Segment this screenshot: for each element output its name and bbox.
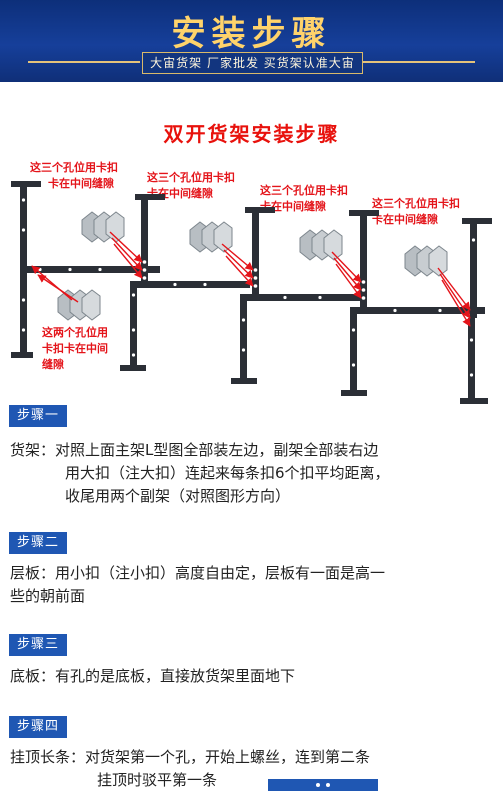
shelf-assembly-diagram bbox=[11, 181, 492, 404]
step-3-text: 底板：有孔的是底板，直接放货架里面地下 bbox=[10, 667, 296, 685]
frame-beam-1 bbox=[20, 266, 160, 273]
diagram-note-1: 这三个孔位用卡扣 卡在中间缝隙 bbox=[30, 161, 118, 190]
frame-foot-2 bbox=[120, 365, 146, 371]
clip-group-1 bbox=[81, 211, 125, 243]
frame-beam-4 bbox=[350, 307, 485, 314]
step-2-text: 层板：用小扣（注小扣）高度自由定，层板有一面是高一 些的朝前面 bbox=[10, 564, 386, 605]
frame-foot-5 bbox=[460, 398, 488, 404]
frame-post-3b bbox=[240, 295, 247, 383]
step-1-text: 货架：对照上面主架L型图全部装左边，副架全部装右边 用大扣（注大扣）连起来每条扣… bbox=[10, 441, 390, 505]
frame-foot-1 bbox=[11, 352, 33, 358]
frame-post-5b bbox=[468, 318, 475, 398]
frame-foot-4 bbox=[341, 390, 367, 396]
frame-post-4b bbox=[350, 307, 357, 395]
clip-group-5 bbox=[57, 289, 101, 321]
diagram-note-3: 这三个孔位用卡扣 卡在中间缝隙 bbox=[260, 184, 348, 213]
diagram-note-5: 这两个孔位用 卡扣卡在中间 缝隙 bbox=[42, 326, 108, 371]
diagram-note-4: 这三个孔位用卡扣 卡在中间缝隙 bbox=[372, 197, 460, 226]
frame-post-2b bbox=[130, 282, 137, 370]
hanging-strip-illustration bbox=[268, 779, 378, 791]
frame-top-bar-3 bbox=[245, 207, 275, 213]
frame-beam-2 bbox=[130, 281, 250, 288]
frame-post-4a bbox=[360, 212, 367, 309]
frame-post-3a bbox=[252, 209, 259, 297]
frame-post-5a bbox=[470, 220, 477, 318]
header-divider-left bbox=[28, 61, 140, 63]
header-subtitle: 大宙货架 厂家批发 买货架认准大宙 bbox=[142, 52, 363, 74]
frame-post-2a bbox=[141, 196, 148, 286]
frame-foot-3 bbox=[231, 378, 257, 384]
frame-beam-3 bbox=[240, 294, 365, 301]
diagram-title: 双开货架安装步骤 bbox=[163, 122, 340, 146]
step-2-badge: 步骤二 bbox=[9, 532, 68, 554]
step-3-badge: 步骤三 bbox=[9, 634, 68, 656]
frame-top-bar-2 bbox=[135, 194, 165, 200]
header-divider-right bbox=[363, 61, 475, 63]
step-1-badge: 步骤一 bbox=[9, 405, 68, 427]
step-4-badge: 步骤四 bbox=[9, 716, 68, 738]
page-header: 安装步骤 大宙货架 厂家批发 买货架认准大宙 bbox=[0, 0, 503, 82]
page-title: 安装步骤 bbox=[171, 14, 332, 54]
step-4-text: 挂顶长条：对货架第一个孔，开始上螺丝，连到第二条 挂顶时驳平第一条 bbox=[10, 748, 371, 789]
